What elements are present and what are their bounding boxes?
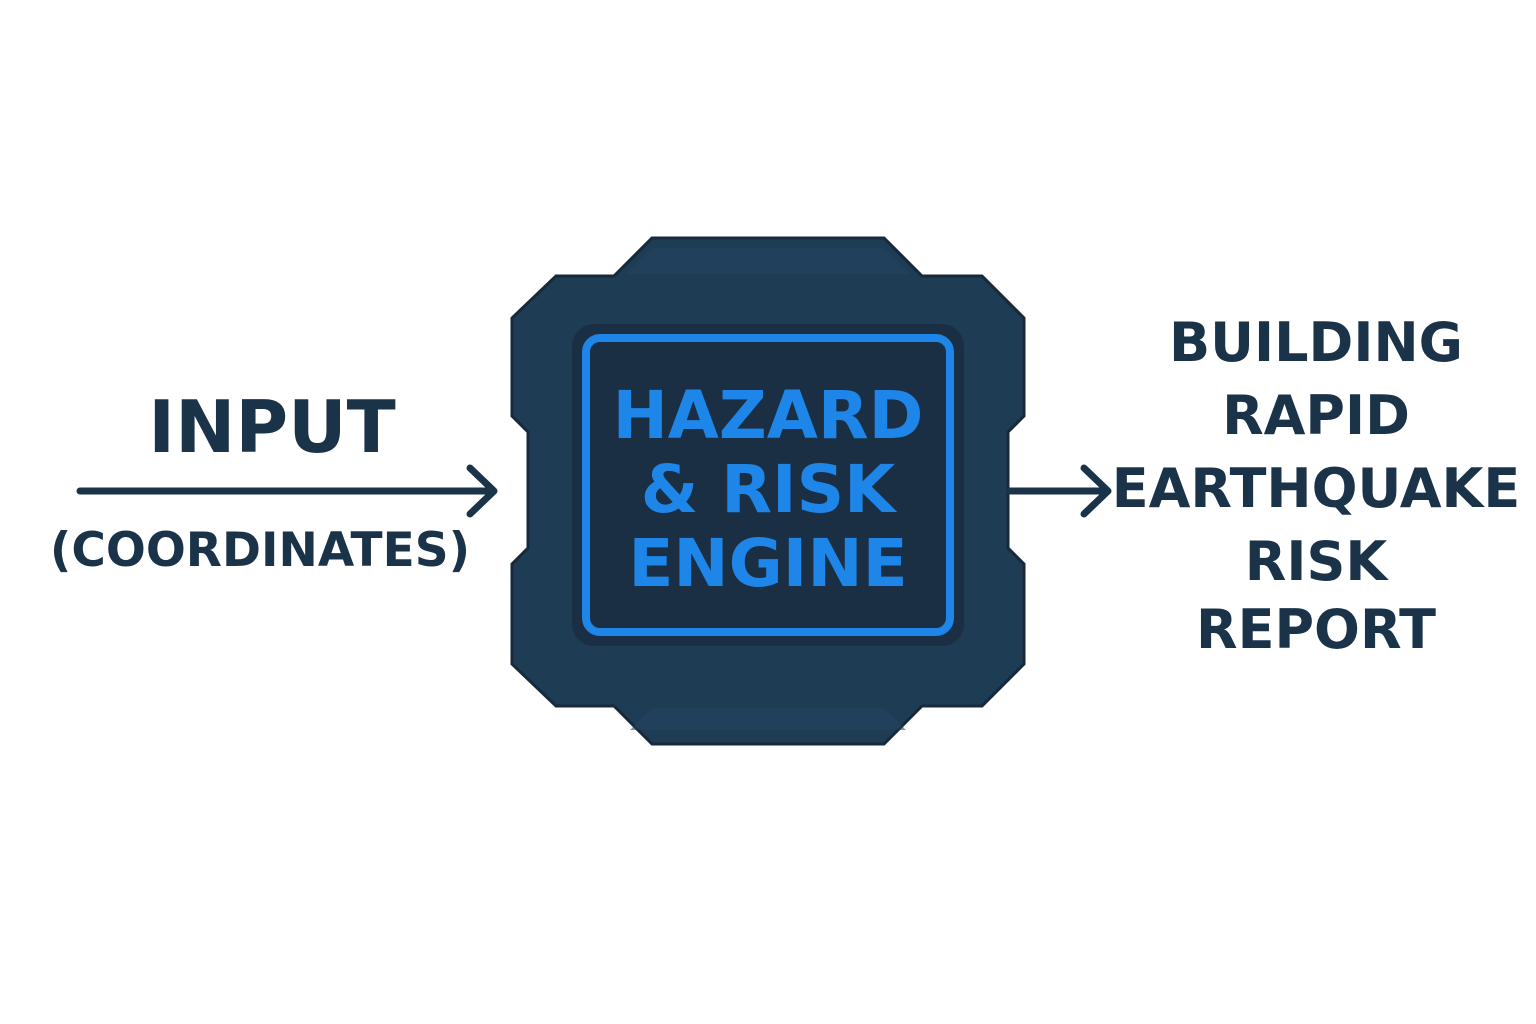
- input-title: INPUT: [148, 385, 395, 469]
- output-label: BUILDING RAPID EARTHQUAKE RISK REPORT: [1112, 311, 1520, 661]
- output-line-3: EARTHQUAKE: [1112, 457, 1520, 520]
- output-line-2: RAPID: [1222, 384, 1410, 447]
- engine-block: HAZARD & RISK ENGINE: [510, 236, 1026, 746]
- engine-line-1: HAZARD: [613, 377, 924, 454]
- input-arrow: [76, 464, 498, 518]
- output-line-4: RISK: [1245, 530, 1390, 593]
- engine-frame: [582, 334, 954, 636]
- input-subtitle: (COORDINATES): [50, 523, 470, 578]
- output-arrow: [1006, 464, 1112, 518]
- engine-line-2: & RISK: [641, 451, 898, 528]
- output-line-1: BUILDING: [1169, 311, 1463, 374]
- engine-line-3: ENGINE: [628, 525, 907, 602]
- output-line-5: REPORT: [1196, 598, 1436, 661]
